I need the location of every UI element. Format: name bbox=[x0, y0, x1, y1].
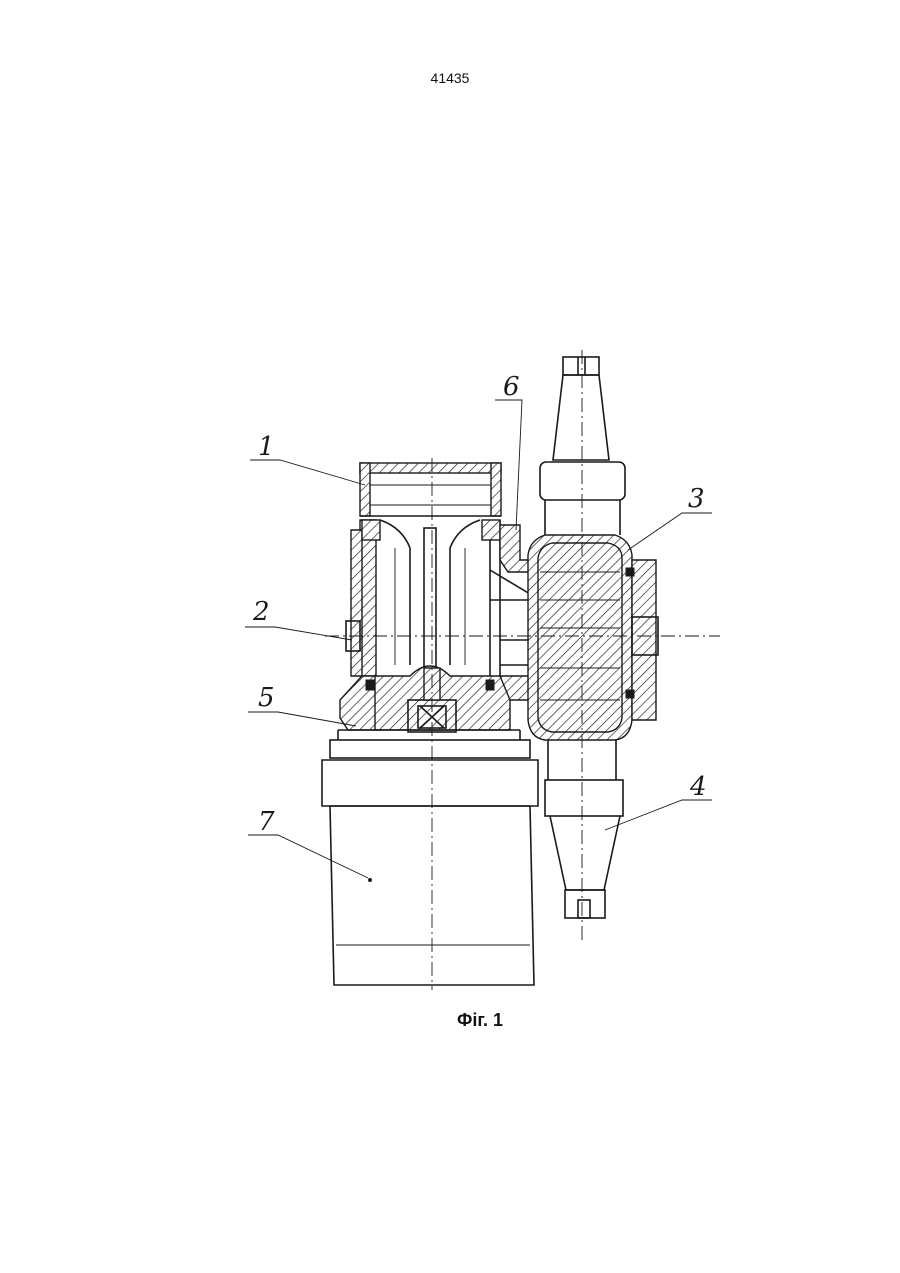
part-3-drum bbox=[528, 535, 658, 740]
callout-4: 4 bbox=[689, 772, 707, 802]
callout-7: 7 bbox=[258, 807, 275, 837]
figure-caption: Фіг. 1 bbox=[0, 1010, 900, 1031]
callout-6: 6 bbox=[503, 372, 520, 402]
part-5-base bbox=[338, 666, 545, 740]
callout-1: 1 bbox=[258, 432, 275, 462]
part-7-motor bbox=[322, 740, 538, 985]
part-2-casing bbox=[346, 520, 500, 676]
part-1-top-housing bbox=[360, 463, 501, 516]
callout-3: 3 bbox=[688, 484, 705, 514]
callout-5: 5 bbox=[258, 683, 275, 713]
callout-2: 2 bbox=[252, 597, 270, 627]
